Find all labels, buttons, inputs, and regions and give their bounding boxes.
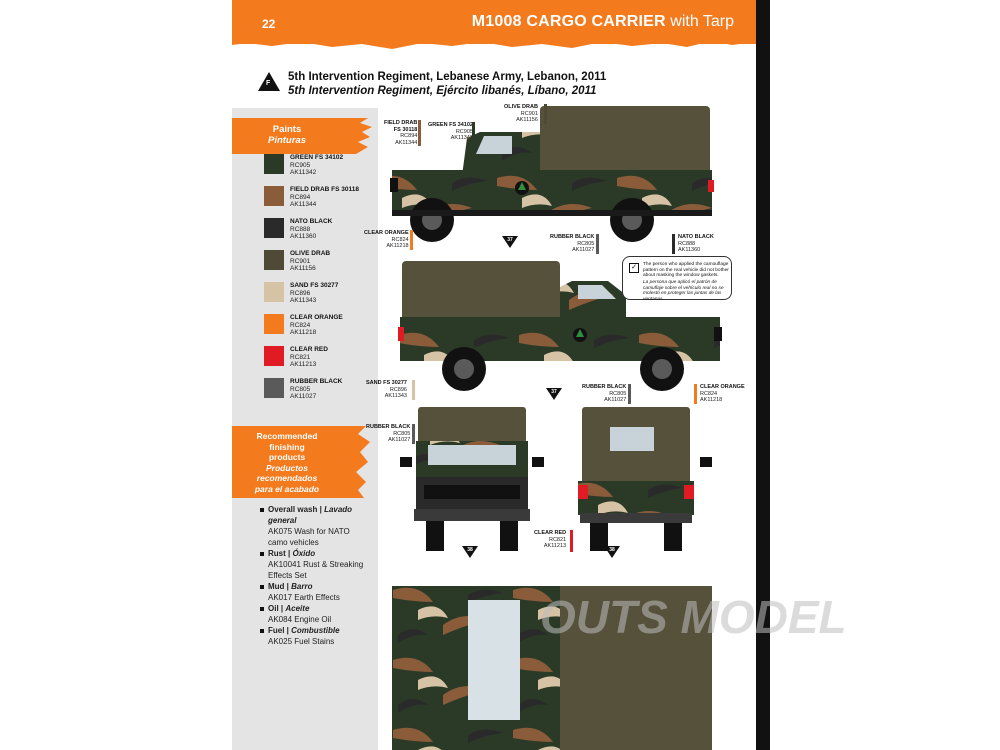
callout-sand-swatch <box>412 380 415 400</box>
note-text-es: La persona que aplicó el patrón de camuf… <box>643 280 724 302</box>
paint-swatch <box>264 282 284 302</box>
paint-swatch <box>264 154 284 174</box>
callout-clear-orange-2-swatch <box>694 384 697 404</box>
front-view <box>400 407 544 551</box>
page-number: 22 <box>262 17 276 31</box>
paints-heading-brush-edge <box>338 118 372 154</box>
unit-title-en: 5th Intervention Regiment, Lebanese Army… <box>288 71 607 83</box>
header-brush-edge <box>232 36 756 49</box>
paint-swatch <box>264 314 284 334</box>
vehicle-subtitle: with Tarp <box>670 13 734 30</box>
page-edge <box>756 0 770 750</box>
callout-rubber-black-1-swatch <box>596 234 599 254</box>
watermark: OUTS MODEL <box>540 591 847 643</box>
callout-clear-red-swatch <box>570 530 573 552</box>
bullet-icon <box>260 629 264 633</box>
top-view <box>392 586 712 750</box>
bullet-icon <box>260 607 264 611</box>
paints-heading: Paints Pinturas <box>232 118 342 154</box>
callout-rubber-black-front-swatch <box>412 424 415 444</box>
callout-field-drab-swatch <box>418 120 421 146</box>
check-icon: ✓ <box>629 263 639 273</box>
vehicle-title: M1008 CARGO CARRIER <box>471 13 666 30</box>
paint-swatch <box>264 218 284 238</box>
paint-swatch <box>264 378 284 398</box>
view-marker-3: 38 <box>462 546 478 558</box>
callout-green-swatch <box>472 122 475 142</box>
finishing-heading-brush-edge <box>338 426 370 498</box>
side-view-left <box>390 106 714 242</box>
bullet-icon <box>260 585 264 589</box>
callout-olive-drab-swatch <box>544 104 547 124</box>
callout-rubber-black-2-swatch <box>628 384 631 404</box>
side-view-right <box>398 261 722 391</box>
instruction-page: 22 M1008 CARGO CARRIER with Tarp F 5th I… <box>232 0 756 750</box>
warning-triangle-icon: F <box>258 72 280 91</box>
view-marker-1: 37 <box>502 236 518 248</box>
callout-nato-black-1-swatch <box>672 234 675 254</box>
view-marker-2: 37 <box>546 388 562 400</box>
paint-swatch <box>264 346 284 366</box>
camouflage-note: ✓ The person who applied the camouflage … <box>622 256 732 302</box>
finishing-heading: Recommended finishing products Productos… <box>232 426 342 498</box>
callout-clear-orange-1-swatch <box>410 230 413 250</box>
paint-swatch <box>264 250 284 270</box>
page-title: M1008 CARGO CARRIER with Tarp <box>472 13 734 31</box>
note-text-en: The person who applied the camouflage pa… <box>643 262 729 279</box>
paint-swatch <box>264 186 284 206</box>
view-marker-4: 38 <box>604 546 620 558</box>
bullet-icon <box>260 508 264 512</box>
rear-view <box>578 407 712 551</box>
unit-title-es: 5th Intervention Regiment, Ejército liba… <box>288 85 597 97</box>
bullet-icon <box>260 552 264 556</box>
